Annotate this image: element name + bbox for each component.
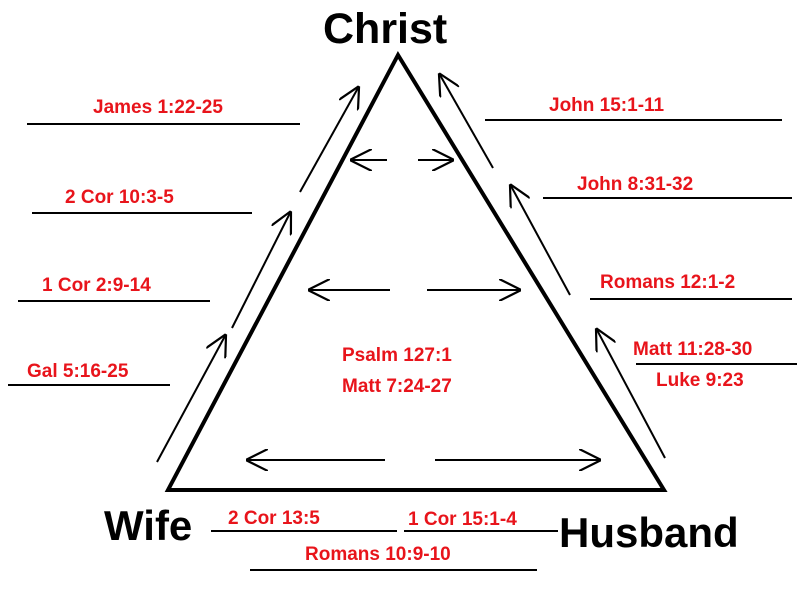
ref-left-3: 1 Cor 2:9-14 — [42, 275, 151, 296]
right-arrow-1 — [597, 330, 666, 459]
node-christ: Christ — [323, 5, 448, 53]
node-wife: Wife — [104, 502, 193, 549]
ref-center-1: Psalm 127:1 — [342, 345, 452, 366]
ref-right-3: Romans 12:1-2 — [600, 272, 736, 293]
ref-left-2: 2 Cor 10:3-5 — [65, 187, 174, 208]
ref-right-1: John 15:1-11 — [549, 95, 665, 116]
ref-left-1: James 1:22-25 — [93, 97, 223, 118]
ref-right-4: Matt 11:28-30 — [633, 339, 753, 360]
ref-base-3: Romans 10:9-10 — [305, 544, 451, 565]
ref-base-2: 1 Cor 15:1-4 — [408, 509, 517, 530]
ref-base-1: 2 Cor 13:5 — [228, 508, 320, 529]
left-arrow-2 — [231, 213, 290, 329]
ref-right-2: John 8:31-32 — [577, 174, 694, 195]
left-arrow-3 — [299, 88, 358, 193]
left-arrow-1 — [156, 336, 225, 463]
node-husband: Husband — [559, 509, 739, 556]
ref-right-5: Luke 9:23 — [656, 370, 744, 391]
right-arrow-2 — [511, 186, 571, 296]
ref-center-2: Matt 7:24-27 — [342, 376, 452, 397]
right-arrow-3 — [440, 75, 494, 169]
triangle-outline — [164, 50, 668, 492]
ref-left-4: Gal 5:16-25 — [27, 361, 129, 382]
